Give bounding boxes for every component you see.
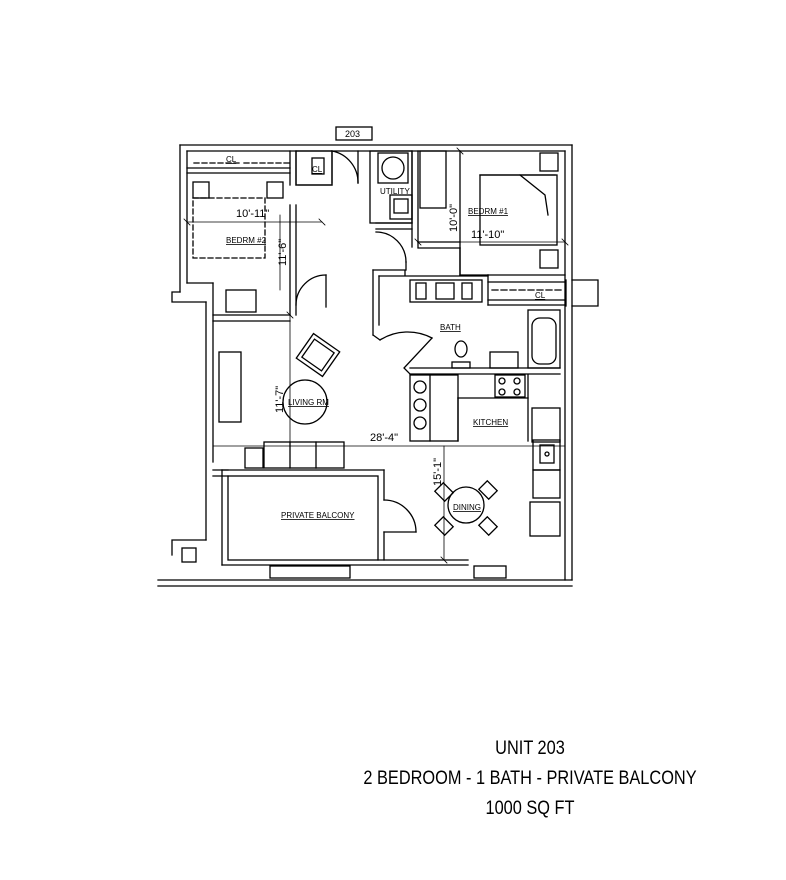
dim-bed2-depth: 11'-6"	[277, 239, 289, 266]
dining-label: DINING	[453, 503, 481, 512]
dim-bed2-width: 10'-11"	[236, 208, 269, 220]
utility-label: UTILITY	[380, 187, 410, 196]
dim-living-depth: 11'-7"	[274, 386, 286, 413]
closet-label-1: CL	[226, 155, 237, 164]
unit-area: 1000 SQ FT	[485, 798, 575, 819]
closet-label-2: CL	[312, 165, 323, 174]
dim-dining-depth: 15'-1"	[432, 458, 444, 486]
closet-label-3: CL	[535, 291, 546, 300]
interior-walls	[186, 150, 566, 579]
unit-tag-label: 203	[345, 129, 360, 139]
bath-label: BATH	[440, 323, 461, 332]
bedroom-1-label: BEDRM #1	[468, 207, 509, 216]
unit-summary: 2 BEDROOM - 1 BATH - PRIVATE BALCONY	[363, 768, 697, 789]
kitchen-label: KITCHEN	[473, 418, 508, 427]
dimension-lines	[183, 147, 569, 564]
dim-overall-width: 28'-4"	[370, 432, 398, 444]
unit-title: UNIT 203	[495, 738, 565, 759]
dim-bed1-depth: 10'-0"	[448, 204, 460, 232]
exterior-walls	[157, 144, 599, 587]
living-room-label: LIVING RM	[288, 398, 329, 407]
dim-bed1-width: 11'-10"	[471, 229, 504, 241]
bedroom-2-label: BEDRM #2	[226, 236, 267, 245]
unit-tag-box	[335, 126, 373, 141]
private-balcony-label: PRIVATE BALCONY	[281, 511, 355, 520]
